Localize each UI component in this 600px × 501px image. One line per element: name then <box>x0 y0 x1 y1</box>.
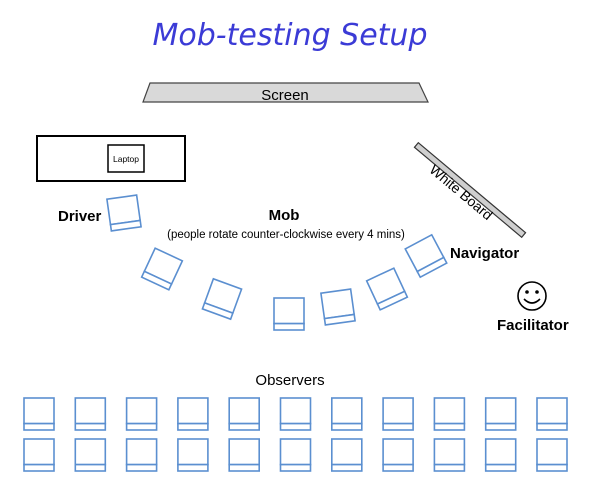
observer-seat <box>125 397 158 431</box>
screen-shape <box>142 82 429 103</box>
observer-seat <box>177 438 209 472</box>
observer-seat <box>228 438 260 472</box>
facilitator-label: Facilitator <box>497 317 569 334</box>
mob-label: Mob <box>269 207 300 224</box>
whiteboard-label: White Board <box>427 161 496 223</box>
observer-seats <box>23 397 568 472</box>
observer-seat <box>23 397 55 431</box>
observer-seat <box>330 397 363 431</box>
observer-seat <box>382 397 414 431</box>
screen-label: Screen <box>261 87 309 104</box>
observer-seat <box>382 438 414 472</box>
mob-seat <box>140 247 184 291</box>
observer-seat <box>279 397 312 431</box>
diagram-title: Mob-testing Setup <box>153 18 428 53</box>
navigator-seat <box>404 233 448 279</box>
mob-note: (people rotate counter-clockwise every 4… <box>167 229 405 241</box>
mob-seat <box>273 297 305 331</box>
observer-seat <box>536 438 568 472</box>
navigator-label: Navigator <box>450 245 519 262</box>
observer-seat <box>484 438 517 472</box>
driver-label: Driver <box>58 208 102 225</box>
observer-seat <box>23 438 55 472</box>
laptop <box>107 144 145 173</box>
observer-seat <box>330 438 363 472</box>
observer-seat <box>125 438 158 472</box>
laptop-label: Laptop <box>113 154 139 164</box>
observer-seat <box>484 397 517 431</box>
observer-seat <box>433 397 466 431</box>
whiteboard <box>413 141 527 239</box>
observer-seat <box>279 438 312 472</box>
observer-seat <box>228 397 260 431</box>
driver-seat <box>106 194 142 232</box>
observer-seat <box>177 397 209 431</box>
smiley-icon <box>517 281 547 311</box>
observers-label: Observers <box>255 372 324 389</box>
mob-seat <box>365 267 409 311</box>
observer-seat <box>433 438 466 472</box>
observer-seat <box>74 397 107 431</box>
observer-seat <box>74 438 107 472</box>
mob-seat <box>320 288 356 326</box>
observer-seat <box>536 397 568 431</box>
mob-seat <box>201 277 243 321</box>
mob-seats <box>106 194 448 331</box>
